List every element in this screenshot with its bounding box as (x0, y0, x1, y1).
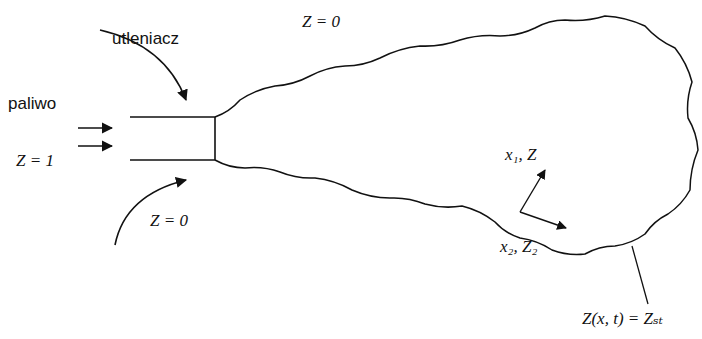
fuel-arrow (78, 145, 112, 147)
nozzle (130, 117, 215, 160)
axis-label: x₂, Z₂ (500, 238, 537, 257)
boundary-value: Z = 0 (150, 212, 188, 231)
leader-line (632, 246, 648, 304)
isosurface-label: Z(x, t) = Zₛₜ (582, 310, 663, 329)
axis-label: x₁, Z (505, 146, 536, 165)
axis-x1 (520, 170, 545, 212)
fuel-value: Z = 1 (16, 152, 54, 171)
fuel-arrow (78, 127, 112, 129)
boundary-value: Z = 0 (302, 13, 340, 32)
fuel-label: paliwo (8, 95, 56, 114)
oxidizer-label: utleniacz (112, 30, 179, 49)
oxidizer-arrow (100, 30, 186, 100)
flame-front (215, 16, 698, 255)
axis-x2 (520, 212, 566, 228)
